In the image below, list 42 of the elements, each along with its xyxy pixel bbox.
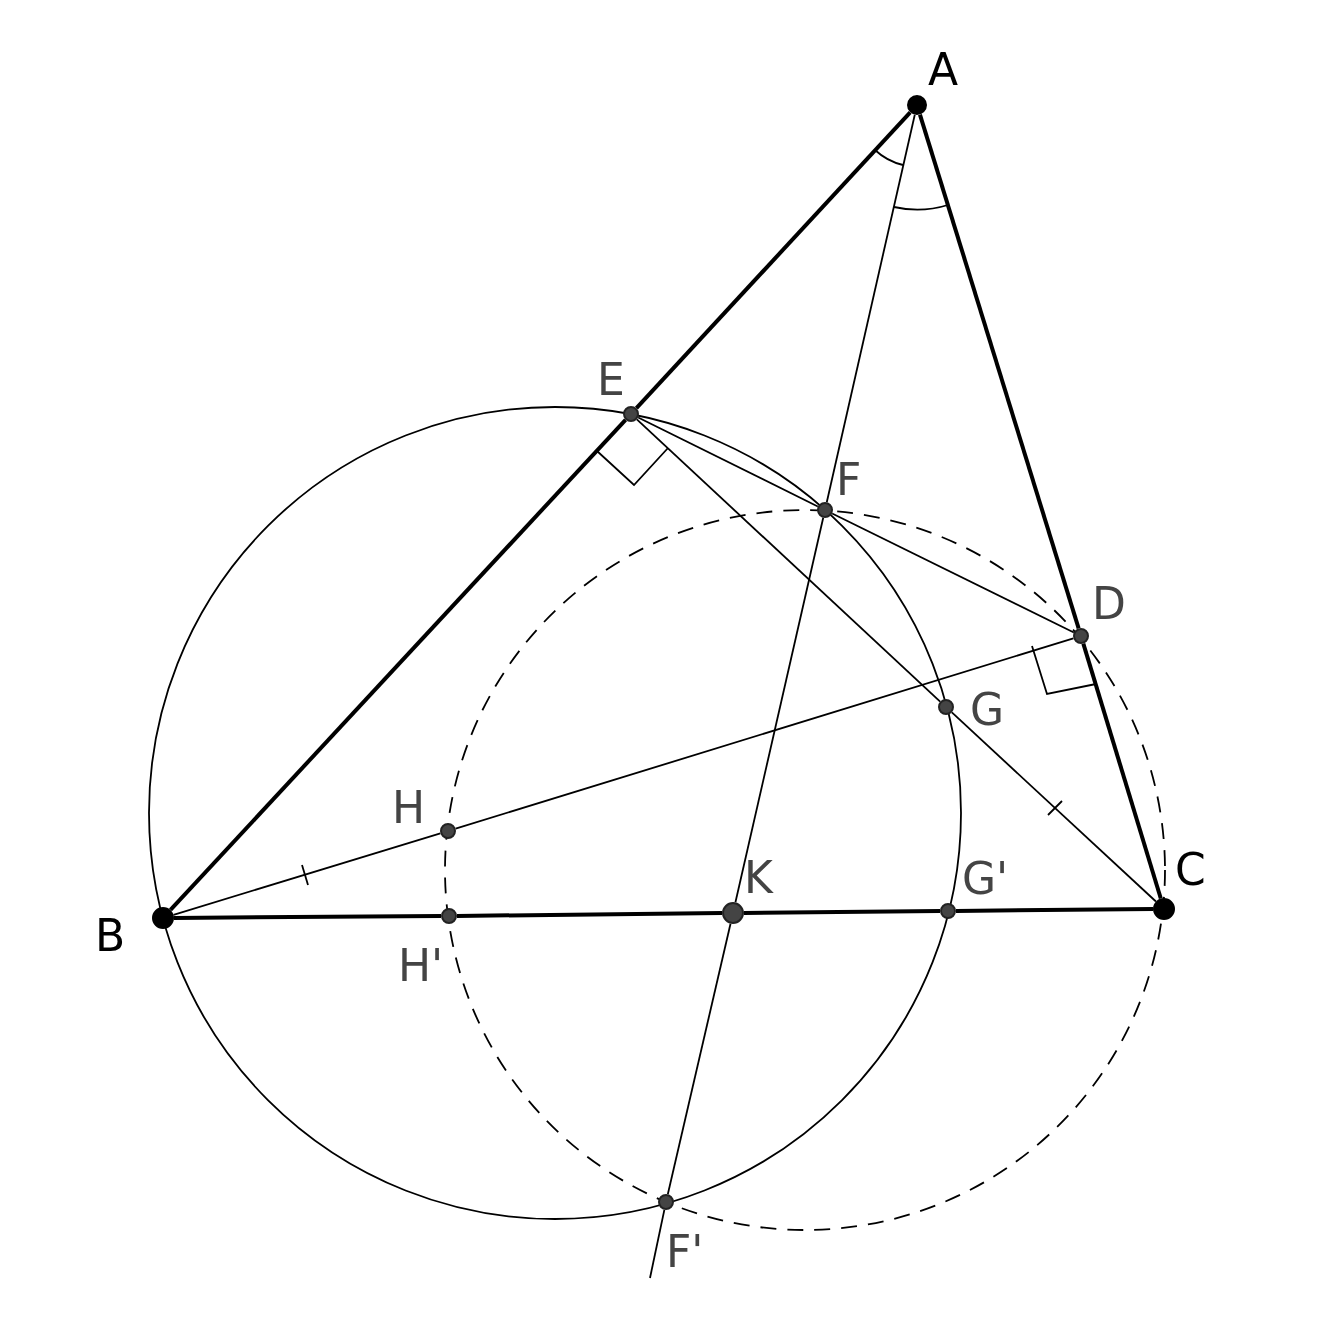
line-segment: [637, 416, 819, 508]
line-segment: [454, 637, 1075, 830]
line-segment: [950, 711, 1157, 903]
line-segment: [825, 113, 916, 504]
line-segment: [1081, 643, 1163, 900]
point-label: K: [744, 856, 773, 900]
point-dot: [938, 699, 954, 715]
point-dot: [658, 1194, 674, 1210]
line-segment: [649, 1208, 666, 1279]
point-dot: [907, 95, 927, 115]
point-dot: [940, 903, 956, 919]
line-segment: [734, 516, 825, 904]
line-segment: [666, 922, 732, 1196]
point-label: A: [928, 48, 959, 92]
point-dot: [623, 406, 639, 422]
point-dot: [817, 502, 833, 518]
point-label: G: [970, 688, 1005, 732]
point-dot: [440, 823, 456, 839]
line-segment: [635, 418, 942, 703]
point-label: D: [1092, 582, 1126, 626]
point-dot: [1073, 628, 1089, 644]
line-segment: [174, 914, 441, 920]
point-label: H': [398, 944, 444, 988]
line-segment: [955, 907, 1154, 913]
point-label: C: [1175, 848, 1206, 892]
point-label: G': [962, 857, 1009, 901]
point-dot: [441, 908, 457, 924]
point-label: B: [95, 914, 126, 958]
line-segment: [743, 909, 941, 915]
point-dot: [1153, 898, 1175, 920]
line-segment: [172, 832, 442, 916]
point-dot: [152, 907, 174, 929]
line-segment: [456, 911, 723, 918]
point-label: F': [666, 1230, 704, 1274]
line-segment: [169, 418, 628, 912]
point-label: H: [392, 786, 426, 830]
point-label: E: [597, 358, 625, 402]
point-dot: [722, 902, 744, 924]
line-segment: [831, 512, 1075, 634]
line-segment: [918, 113, 1081, 629]
line-segment: [634, 111, 912, 410]
point-label: F: [836, 458, 862, 502]
